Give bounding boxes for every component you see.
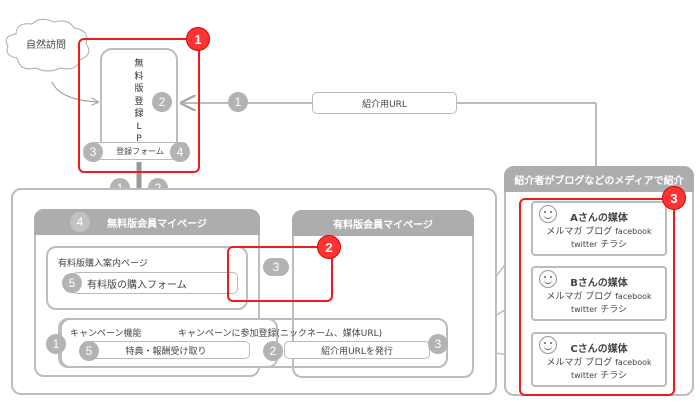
issue-referral-url[interactable]: 紹介用URLを発行 [284, 341, 430, 359]
natural-visit-cloud: 自然訪問 [2, 18, 92, 73]
referral-url-box: 紹介用URL [312, 92, 457, 114]
campaign-register-label: キャンペーンに参加登録(ニックネーム、媒体URL) [178, 329, 383, 339]
smiley-icon [539, 270, 557, 288]
media-card-b: Bさんの媒体 メルマガ ブログ facebook twitter チラシ [531, 266, 667, 321]
reward-receive[interactable]: 特典・報酬受け取り [82, 341, 250, 359]
lp-step-2: 2 [152, 92, 172, 112]
paid-guide-label: 有料版購入案内ページ [58, 259, 148, 269]
issue-step-2: 2 [263, 341, 283, 361]
cloud-label: 自然訪問 [26, 40, 66, 51]
purchase-form-step-5: 5 [62, 273, 82, 293]
introducer-header: 紹介者がブログなどのメディアで紹介 [504, 166, 694, 192]
lp-vertical-label: 無 料 版 登 録 L P [134, 59, 144, 144]
url-step-1: 1 [228, 92, 248, 112]
free-mypage-header: 無料版会員マイページ [34, 209, 260, 235]
paid-step-3: 3 [263, 258, 289, 276]
media-card-c: Cさんの媒体 メルマガ ブログ facebook twitter チラシ [531, 332, 667, 387]
campaign-step-3: 3 [428, 334, 448, 354]
reward-step-5: 5 [79, 341, 99, 361]
highlight-badge-1: 1 [186, 27, 210, 51]
campaign-step-1: 1 [46, 334, 66, 354]
smiley-icon [539, 205, 557, 223]
cloud-icon [5, 18, 90, 72]
free-mypage-step-4: 4 [70, 212, 90, 232]
cloud-to-lp-arrow [51, 81, 98, 102]
paid-mypage-header: 有料版会員マイページ [292, 210, 474, 236]
smiley-icon [539, 336, 557, 354]
lp-step-4: 4 [170, 142, 190, 162]
highlight-box-2 [227, 246, 333, 302]
highlight-box-1 [78, 38, 200, 173]
highlight-box-3 [519, 198, 675, 396]
highlight-badge-3: 3 [662, 186, 686, 210]
lp-step-3: 3 [83, 142, 103, 162]
paid-purchase-form[interactable]: 有料版の購入フォーム [72, 272, 238, 294]
campaign-label: キャンペーン機能 [70, 329, 142, 339]
media-card-a: Aさんの媒体 メルマガ ブログ facebook twitter チラシ [531, 201, 667, 256]
highlight-badge-2: 2 [317, 235, 341, 259]
